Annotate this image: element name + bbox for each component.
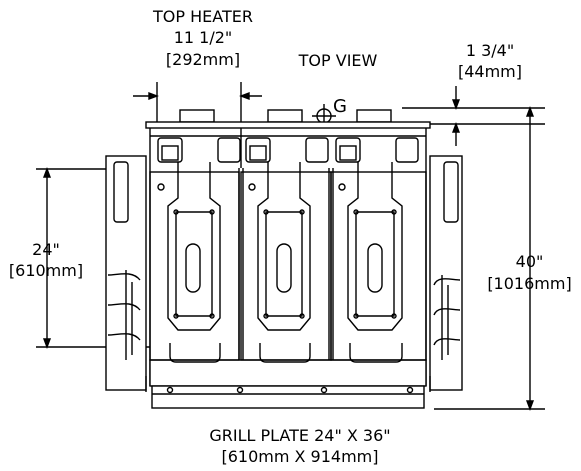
right-clearance-dimension <box>402 86 545 146</box>
right-clearance-dimension-inches: 1 3/4" <box>465 41 515 60</box>
grill-plate-size-mm-label: [610mm X 914mm] <box>221 447 379 466</box>
total-depth-dimension <box>434 106 545 411</box>
left-depth-dimension-inches: 24" <box>32 240 60 259</box>
grill-section-right <box>330 162 427 363</box>
burner-fittings <box>150 135 426 163</box>
center-mark-label: G <box>333 96 347 117</box>
right-clearance-dimension-mm: [44mm] <box>457 62 522 81</box>
top-heater-blocks <box>179 109 392 123</box>
grill-section-left <box>149 162 240 363</box>
top-heater-title: TOP HEATER <box>153 7 253 26</box>
view-title: TOP VIEW <box>298 51 378 70</box>
top-heater-dimension-inches: 11 1/2" <box>173 28 233 47</box>
grill-plate-size-label: GRILL PLATE 24" X 36" <box>209 426 391 445</box>
grill-body <box>105 121 463 409</box>
center-of-gravity-mark: G <box>312 96 347 128</box>
left-depth-dimension-mm: [610mm] <box>8 261 84 280</box>
grill-section-middle <box>240 162 332 363</box>
top-heater-dimension-mm: [292mm] <box>165 50 241 69</box>
